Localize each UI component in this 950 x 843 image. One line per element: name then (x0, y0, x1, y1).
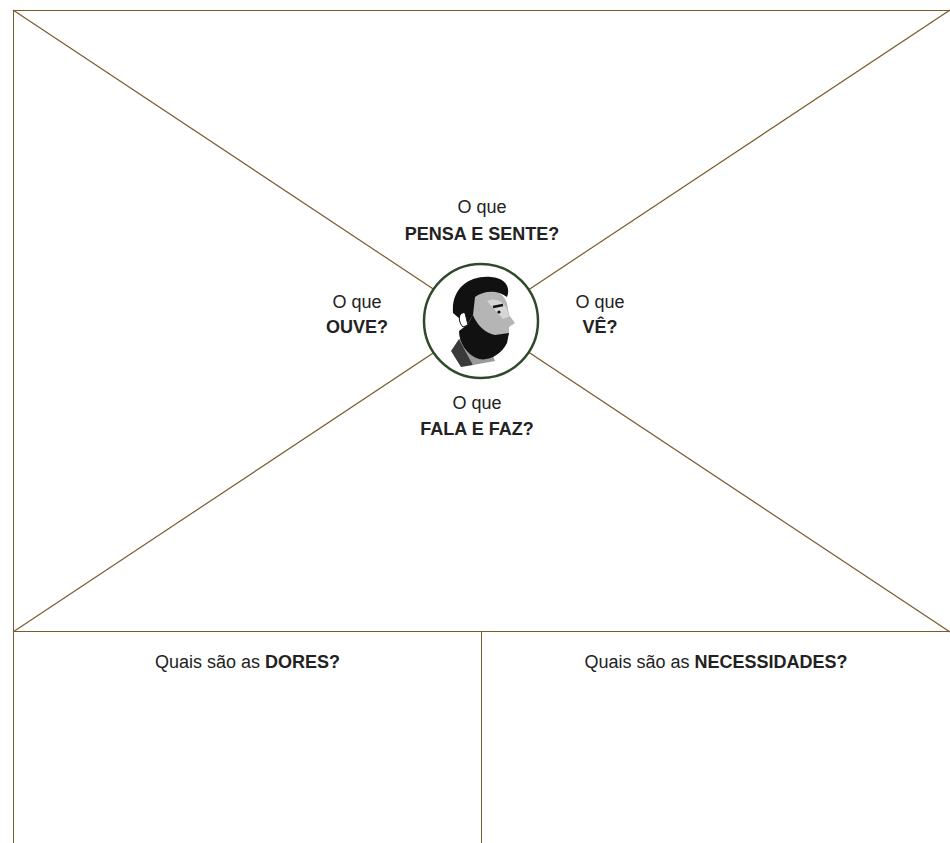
diagonal-line (13, 10, 950, 632)
bottom-panel: Quais são as NECESSIDADES? (482, 632, 950, 843)
prompt-text: O que (572, 291, 627, 313)
quadrant-title: OUVE? (323, 316, 391, 338)
diagonal-line (13, 10, 950, 632)
bottom-panel: Quais são asDORES? (13, 632, 482, 843)
map-panel: O quePENSA E SENTE?O queOUVE?O queVÊ?O q… (13, 10, 950, 632)
panel-title: NECESSIDADES? (695, 651, 848, 673)
panel-heading: Quais são as NECESSIDADES? (482, 632, 950, 673)
prompt-text: O que (454, 196, 509, 218)
quadrant-title: VÊ? (579, 316, 620, 338)
prompt-text: O que (329, 291, 384, 313)
prompt-text: Quais são as (584, 651, 689, 673)
quadrant-title: PENSA E SENTE? (402, 223, 562, 245)
prompt-text: O que (449, 392, 504, 414)
panel-title: DORES? (265, 651, 340, 673)
quadrant-title: FALA E FAZ? (417, 418, 536, 440)
persona-icon (424, 264, 538, 378)
prompt-text: Quais são as (155, 651, 260, 673)
panel-heading: Quais são asDORES? (14, 632, 481, 673)
